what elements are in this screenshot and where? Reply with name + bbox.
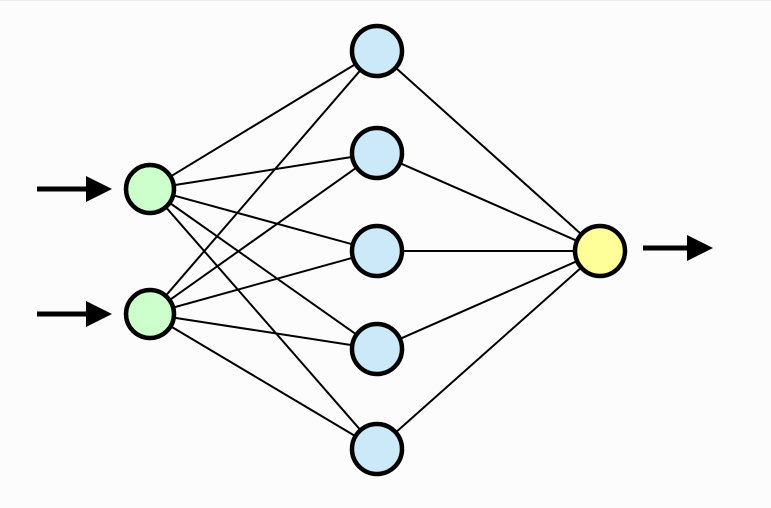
connection-edges xyxy=(164,62,584,438)
edge-i2-to-h2 xyxy=(167,165,359,302)
input-node-1 xyxy=(123,162,177,216)
hidden-node-4 xyxy=(349,321,405,377)
edge-i2-to-h4 xyxy=(171,316,355,347)
output-arrow-1-head-icon xyxy=(687,235,713,261)
edge-i1-to-h4 xyxy=(167,201,359,337)
edge-h2-to-o1 xyxy=(397,161,580,243)
input-arrow-2 xyxy=(37,301,112,327)
input-arrow-2-head-icon xyxy=(86,301,112,327)
output-node-1 xyxy=(572,223,628,279)
edge-i2-to-h5 xyxy=(168,324,358,438)
edge-h5-to-o1 xyxy=(393,265,584,435)
edge-i1-to-h5 xyxy=(164,205,363,432)
input-node-2 xyxy=(123,287,177,341)
edge-i2-to-h1 xyxy=(164,68,363,298)
edge-i1-to-h2 xyxy=(171,155,355,187)
input-arrow-1 xyxy=(37,176,112,202)
hidden-node-1 xyxy=(349,23,405,79)
hidden-node-3 xyxy=(349,223,405,279)
edge-i2-to-h3 xyxy=(171,256,355,309)
edge-h1-to-o1 xyxy=(393,66,584,236)
input-arrow-1-head-icon xyxy=(86,176,112,202)
hidden-node-5 xyxy=(349,421,405,477)
edge-i1-to-h1 xyxy=(168,62,358,179)
output-arrow-1 xyxy=(643,235,713,261)
network-nodes xyxy=(123,23,628,477)
hidden-node-2 xyxy=(349,125,405,181)
io-arrows xyxy=(37,176,713,327)
edge-h4-to-o1 xyxy=(397,259,580,341)
edge-i1-to-h3 xyxy=(171,194,355,246)
